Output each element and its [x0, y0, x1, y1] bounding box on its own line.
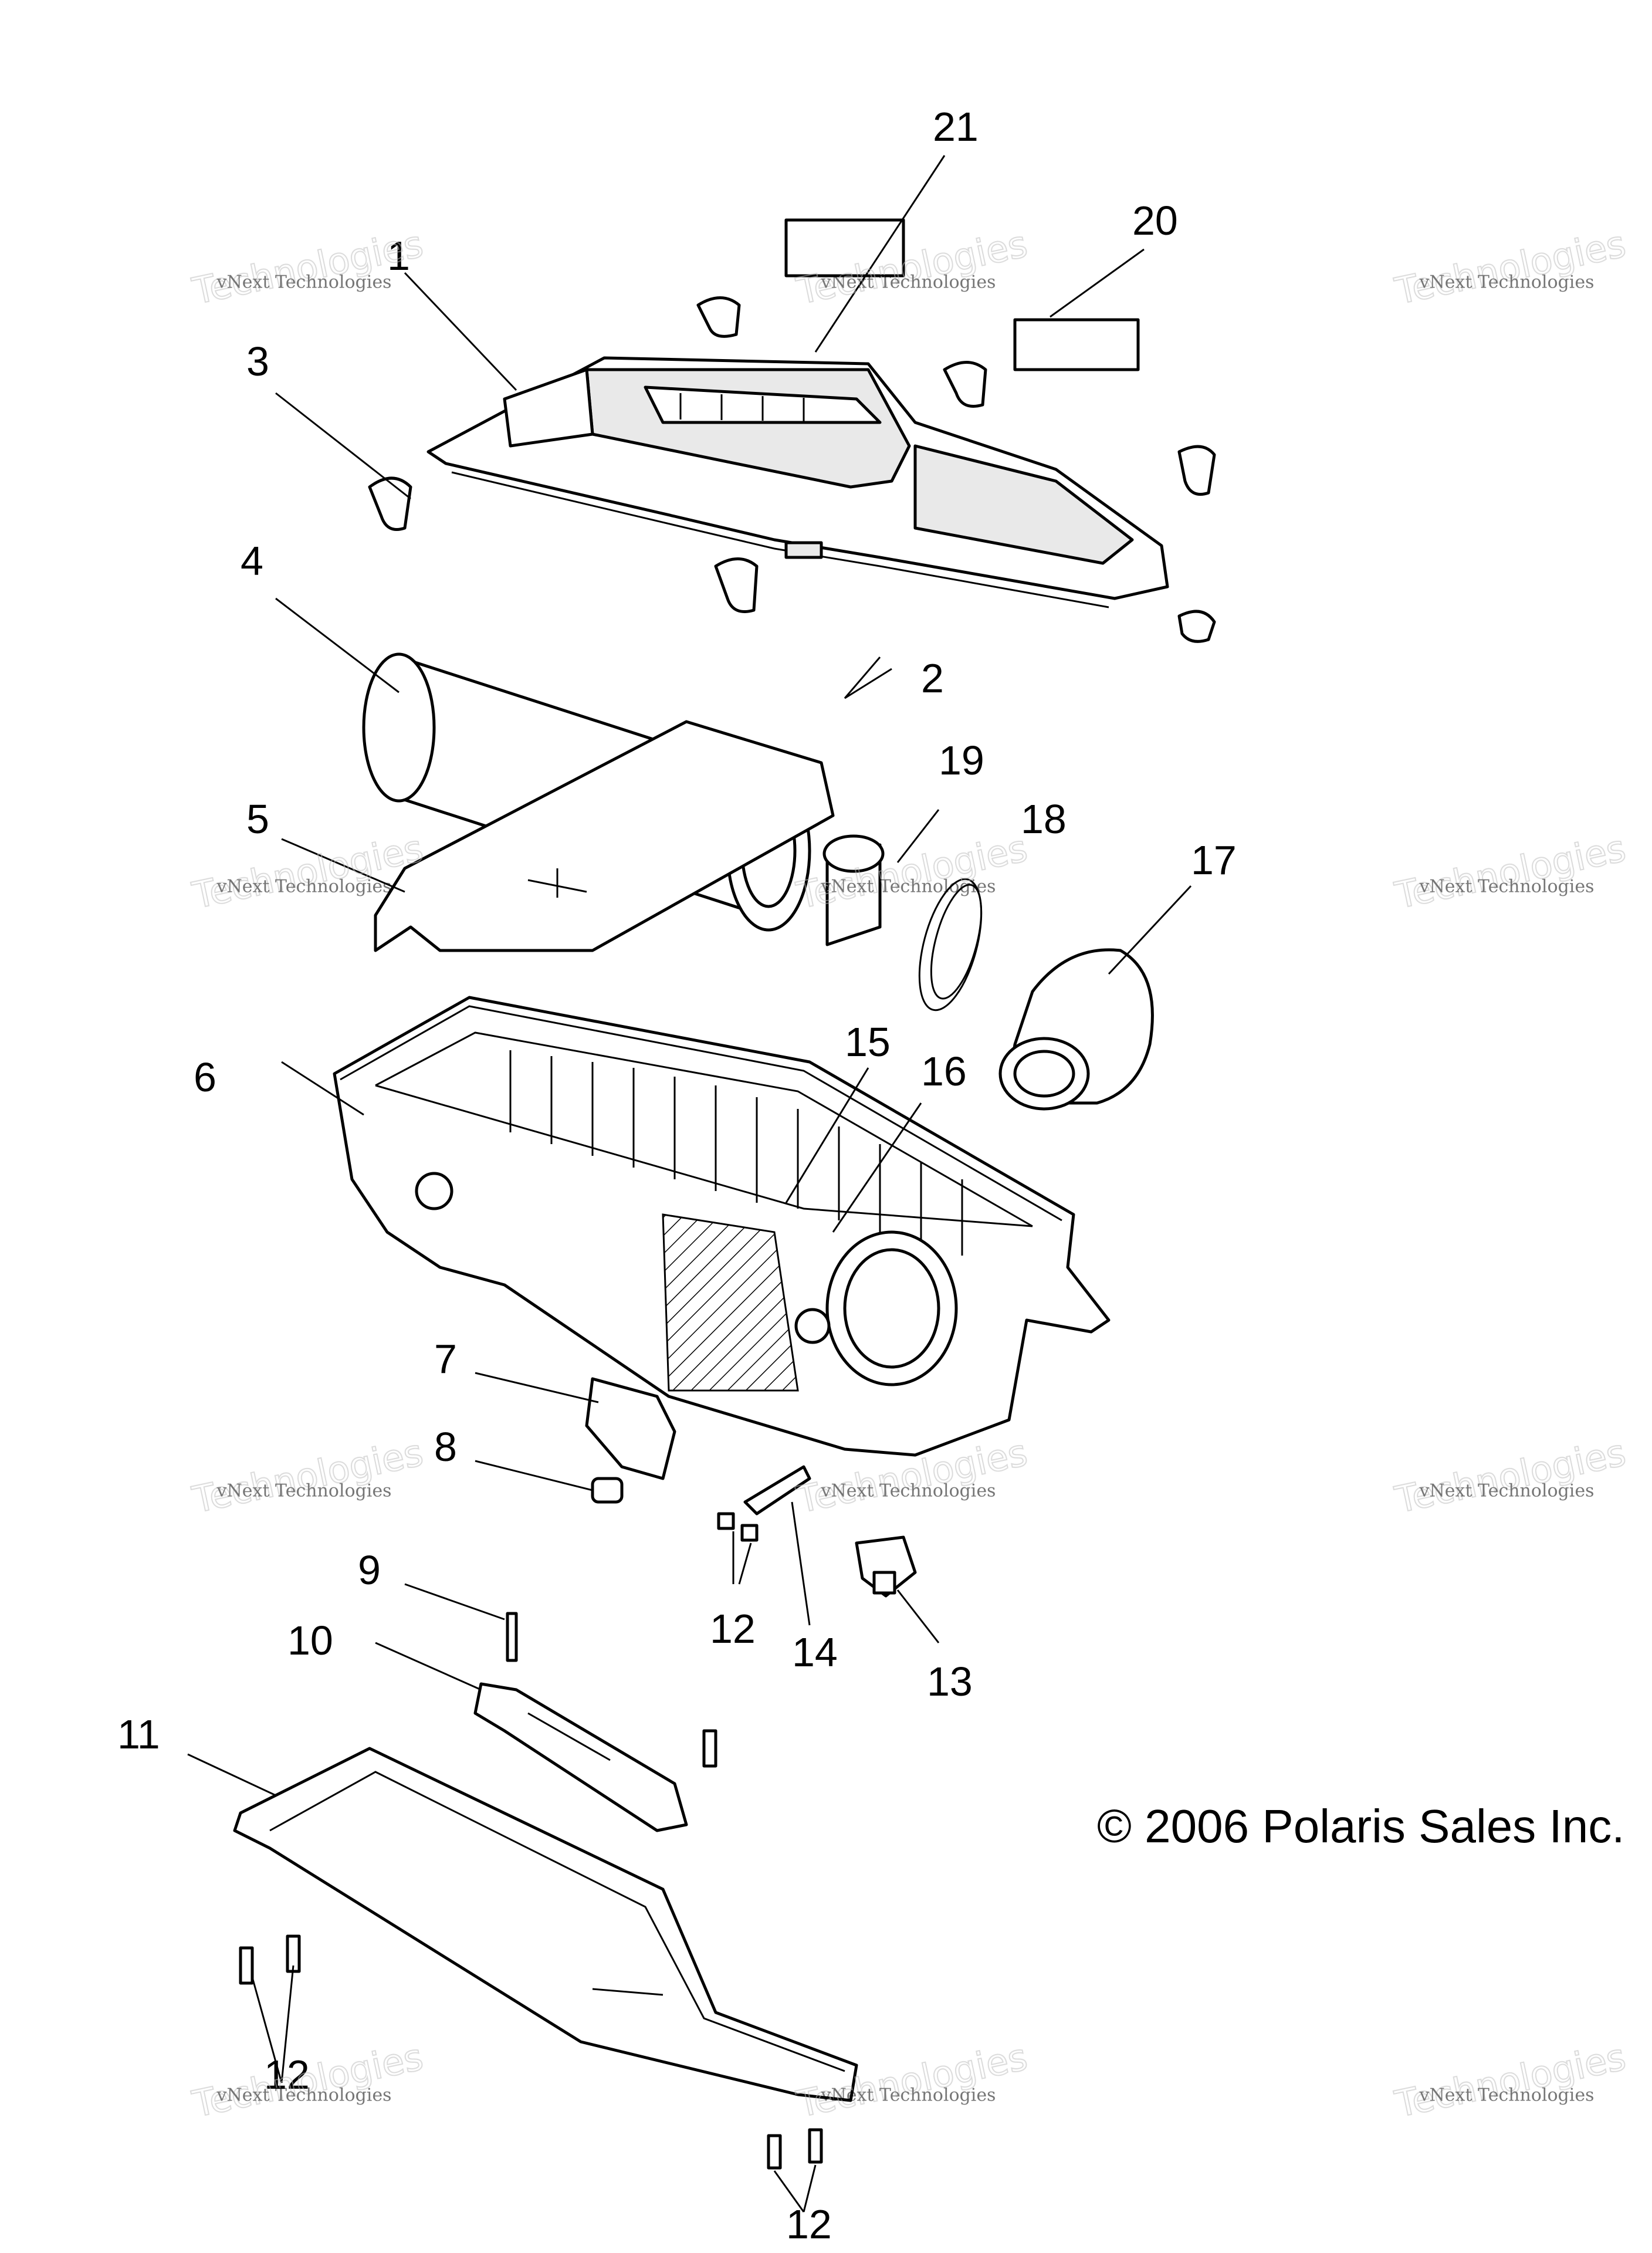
- svg-text:vNext Technologies: vNext Technologies: [821, 1481, 996, 1501]
- svg-text:Technologies: Technologies: [1392, 2035, 1630, 2126]
- callout-14: 14: [792, 1629, 838, 1675]
- sensor-7: [585, 1377, 676, 1480]
- watermark: Technologies vNext Technologies: [188, 1430, 428, 1522]
- svg-text:Technologies: Technologies: [1392, 1431, 1630, 1521]
- svg-text:vNext Technologies: vNext Technologies: [821, 877, 996, 897]
- callout-7: 7: [434, 1336, 457, 1382]
- svg-text:Technologies: Technologies: [1392, 222, 1630, 313]
- watermark: Technologies vNext Technologies: [1391, 826, 1630, 918]
- svg-text:Technologies: Technologies: [189, 222, 427, 313]
- callout-6: 6: [194, 1054, 216, 1100]
- callout-12-lower-left: 12: [264, 2052, 310, 2098]
- rivet-9: [506, 1612, 518, 1662]
- callout-18: 18: [1021, 796, 1067, 842]
- svg-text:vNext Technologies: vNext Technologies: [216, 877, 392, 897]
- callout-2: 2: [921, 655, 944, 701]
- callout-13: 13: [927, 1659, 973, 1704]
- clamp-18: [918, 878, 983, 1012]
- svg-text:Technologies: Technologies: [793, 2035, 1031, 2126]
- svg-text:vNext Technologies: vNext Technologies: [216, 1481, 392, 1501]
- callout-19: 19: [939, 738, 984, 783]
- screw-8: [591, 1477, 624, 1504]
- coupler-19: [822, 834, 885, 946]
- callout-9: 9: [358, 1547, 381, 1593]
- watermark: Technologies vNext Technologies: [793, 2035, 1032, 2126]
- bracket-10: [473, 1682, 688, 1832]
- svg-text:Technologies: Technologies: [1392, 827, 1630, 917]
- screws-12-lower: [239, 1729, 823, 2170]
- svg-text:vNext Technologies: vNext Technologies: [1419, 2085, 1595, 2106]
- svg-text:vNext Technologies: vNext Technologies: [821, 2085, 996, 2106]
- svg-text:vNext Technologies: vNext Technologies: [1419, 1481, 1595, 1501]
- callout-10: 10: [287, 1618, 333, 1663]
- svg-text:vNext Technologies: vNext Technologies: [216, 272, 392, 293]
- leader-lines: [187, 155, 1192, 2213]
- watermark: Technologies vNext Technologies: [188, 2035, 428, 2126]
- watermark: Technologies vNext Technologies: [1391, 222, 1630, 313]
- callout-21: 21: [933, 104, 979, 150]
- valve-13: [855, 1535, 917, 1598]
- intake-boot-17: [998, 948, 1154, 1111]
- airbox-base: [333, 996, 1111, 1457]
- callout-8: 8: [434, 1424, 457, 1470]
- callout-20: 20: [1132, 198, 1178, 243]
- watermark: Technologies vNext Technologies: [1391, 1430, 1630, 1522]
- callout-labels: 21 20 1 3 2 4 19 18 5 17 15 16 6 7 8 9 1…: [117, 104, 1237, 2247]
- callout-1: 1: [387, 233, 410, 279]
- svg-text:vNext Technologies: vNext Technologies: [821, 272, 996, 293]
- callout-17: 17: [1191, 837, 1237, 883]
- bracket-14: [743, 1465, 811, 1515]
- svg-text:vNext Technologies: vNext Technologies: [1419, 877, 1595, 897]
- callout-12-lower-right: 12: [786, 2201, 832, 2247]
- airbox-cover: [426, 356, 1169, 608]
- svg-text:vNext Technologies: vNext Technologies: [216, 2085, 392, 2106]
- callout-12-mid: 12: [710, 1606, 756, 1652]
- watermark: Technologies vNext Technologies: [1391, 2035, 1630, 2126]
- copyright-notice: © 2006 Polaris Sales Inc.: [1097, 1800, 1624, 1852]
- svg-text:Technologies: Technologies: [189, 1431, 427, 1521]
- pre-filter-block: [374, 720, 835, 952]
- latch-clips: [368, 296, 1216, 643]
- screws-12-mid: [717, 1512, 759, 1542]
- callout-11: 11: [117, 1711, 160, 1757]
- callout-4: 4: [241, 538, 263, 584]
- callout-3: 3: [246, 339, 269, 384]
- svg-text:vNext Technologies: vNext Technologies: [1419, 272, 1595, 293]
- skid-plate-11: [233, 1747, 858, 2102]
- callout-16: 16: [921, 1048, 967, 1094]
- svg-text:Technologies: Technologies: [793, 827, 1031, 917]
- decal-20: [1013, 318, 1140, 371]
- svg-text:Technologies: Technologies: [189, 2035, 427, 2126]
- callout-5: 5: [246, 796, 269, 842]
- callout-15: 15: [845, 1019, 891, 1065]
